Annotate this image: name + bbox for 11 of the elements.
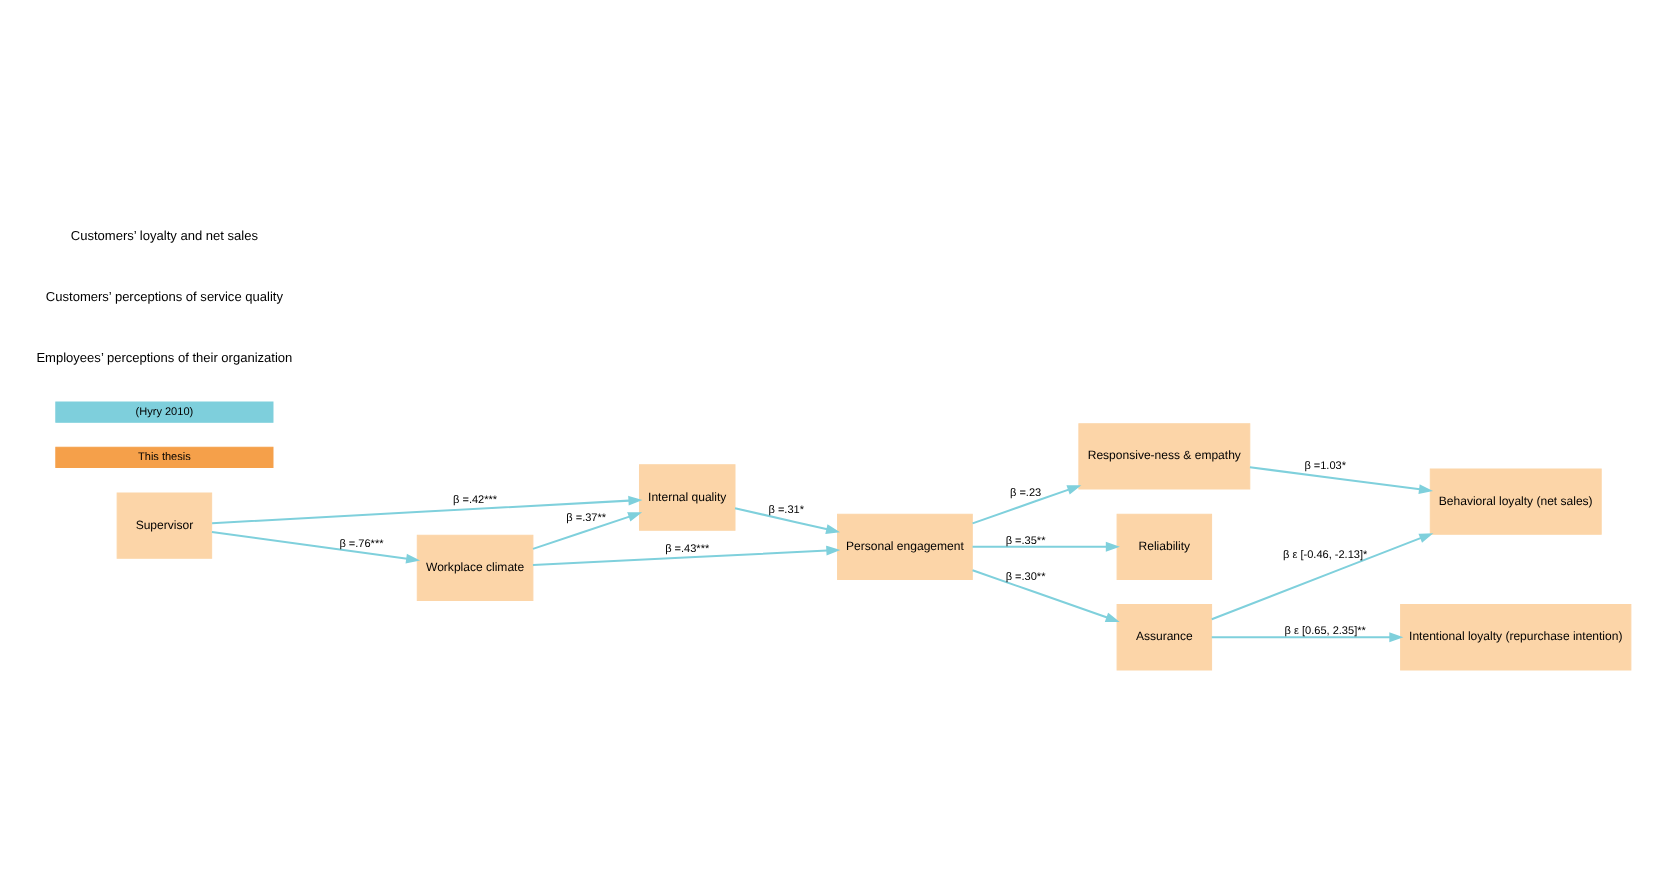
arrow [1211,631,1404,642]
arrow [972,484,1082,524]
arrow [212,494,643,524]
arrow [1249,465,1434,494]
arrow [734,506,841,533]
arrow [532,544,841,566]
arrow [972,540,1120,551]
arrow [972,568,1120,621]
arrow [1211,532,1434,620]
arrow [532,511,643,549]
arrow [211,530,421,563]
